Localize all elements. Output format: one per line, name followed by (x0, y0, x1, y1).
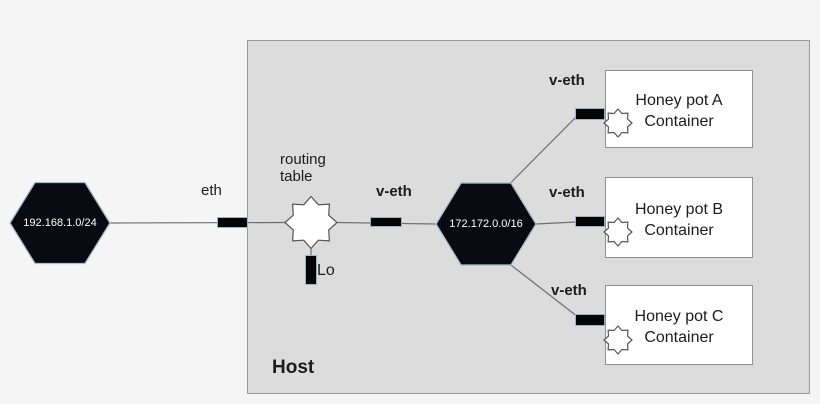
container-c-subtitle: Container (644, 329, 714, 346)
lo-label: Lo (317, 262, 335, 279)
veth-c-interface-bar (575, 314, 605, 326)
link-external-to-routing (109, 221, 286, 224)
container-b-star-icon (603, 217, 633, 247)
host-label: Host (272, 357, 315, 378)
container-b-subtitle: Container (644, 221, 714, 239)
routing-table-label: routing table (280, 151, 326, 185)
container-honeypot-a: Honey pot A Container (605, 70, 753, 148)
container-a-subtitle: Container (644, 113, 714, 130)
container-c-title: Honey pot C (634, 308, 724, 325)
internal-network-address: 172.172.0.0/16 (449, 218, 523, 230)
container-b-title: Honey pot B (634, 200, 724, 218)
veth-main-label: v-eth (376, 183, 412, 200)
container-honeypot-b: Honey pot B Container (605, 177, 753, 258)
container-honeypot-c: Honey pot C Container (605, 285, 753, 365)
eth-interface-bar (217, 217, 248, 228)
link-internal-to-container-c (508, 263, 579, 318)
container-c-star-icon (603, 325, 633, 355)
veth-c-label: v-eth (551, 282, 587, 299)
veth-main-interface-bar (370, 217, 402, 227)
container-a-title: Honey pot A (635, 92, 723, 109)
external-network-hexagon (9, 181, 111, 265)
link-internal-to-container-a (508, 114, 579, 185)
eth-label: eth (201, 182, 222, 199)
veth-b-label: v-eth (549, 184, 585, 201)
routing-table-star-icon (284, 195, 338, 250)
external-network-address: 192.168.1.0/24 (23, 217, 97, 229)
veth-a-label: v-eth (549, 72, 585, 89)
internal-network-hexagon (435, 182, 537, 266)
container-a-star-icon (603, 108, 633, 138)
lo-interface-bar (305, 255, 317, 285)
veth-a-interface-bar (575, 108, 605, 120)
veth-b-interface-bar (575, 216, 605, 227)
link-internal-to-container-b (535, 221, 577, 225)
